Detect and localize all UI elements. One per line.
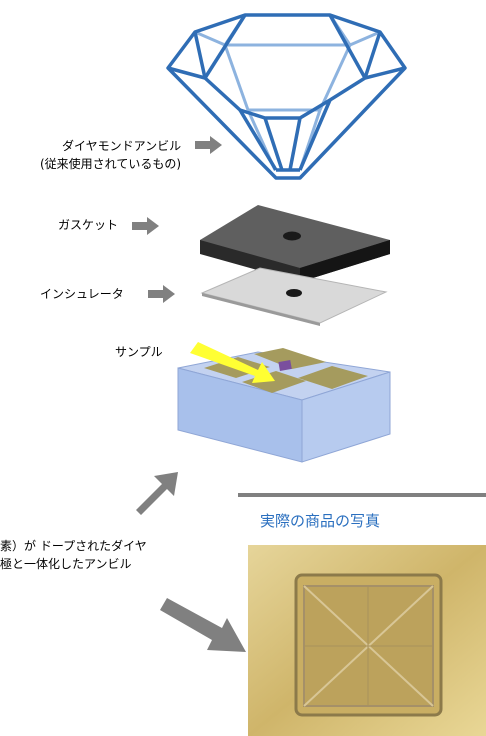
insulator-hole (286, 289, 302, 297)
insulator (200, 267, 388, 326)
product-photo (248, 545, 486, 736)
label-gasket: ガスケット (58, 218, 119, 232)
arrow-to-diamond (195, 136, 222, 154)
label-diamond-anvil-line1: ダイヤモンドアンビル (62, 139, 182, 153)
label-insulator: インシュレータ (40, 287, 124, 301)
sample-piece (278, 360, 292, 371)
label-sample: サンプル (115, 345, 163, 359)
photo-title: 実際の商品の写真 (260, 512, 381, 530)
label-doped-line2: 極と一体化したアンビル (0, 557, 132, 571)
label-diamond-anvil-line2: (従来使用されているもの) (40, 157, 182, 171)
gasket-hole (283, 231, 301, 241)
diamond-anvil (166, 13, 407, 180)
sample-arrow (190, 342, 275, 383)
anvil-block (177, 348, 391, 463)
arrow-to-insulator (148, 285, 175, 303)
label-arrows (132, 136, 222, 303)
arrow-to-anvil (136, 472, 178, 515)
gasket (200, 205, 390, 282)
arrow-to-gasket (132, 217, 159, 235)
label-doped-line1: 素）が ドープされたダイヤ (0, 539, 147, 553)
arrow-to-photo (160, 598, 246, 652)
